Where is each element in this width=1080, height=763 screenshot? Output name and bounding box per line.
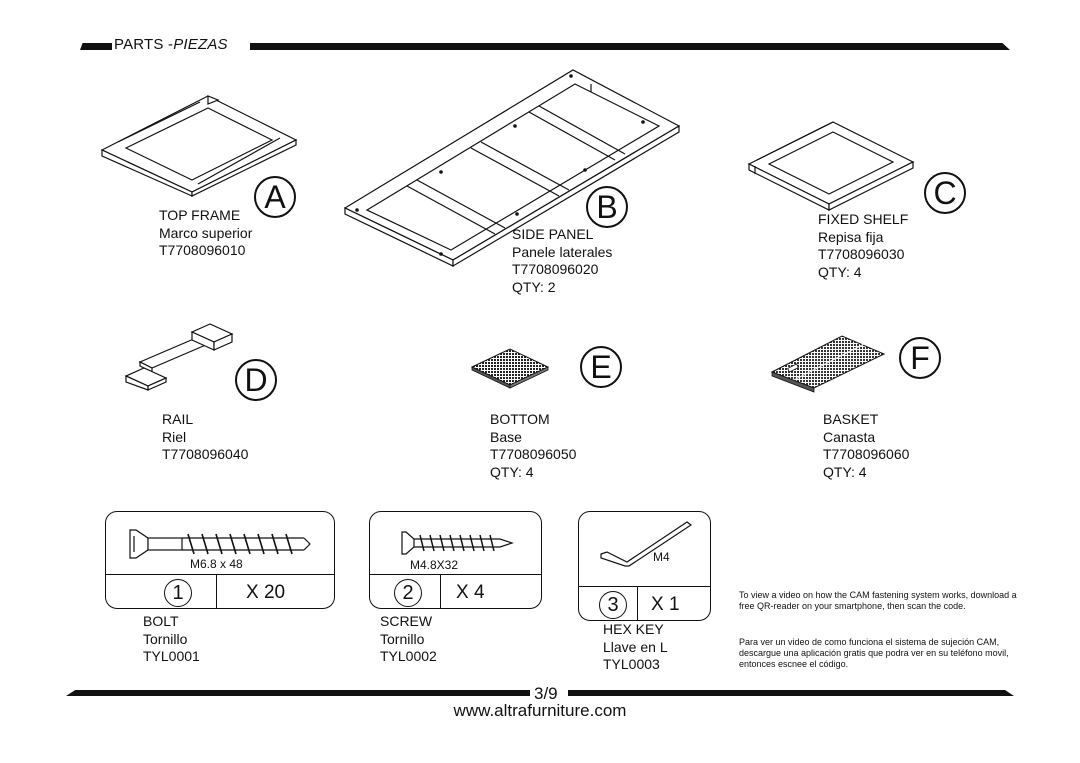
hardware-name-es: Tornillo	[380, 630, 425, 647]
part-qty: QTY: 4	[490, 463, 534, 480]
part-letter-d: D	[235, 359, 277, 401]
part-name-es: Riel	[162, 428, 187, 445]
hex-key-size: M4	[653, 550, 670, 564]
part-name: SIDE PANEL	[512, 226, 594, 242]
hex-key-count: X 1	[651, 594, 680, 615]
hardware-box-bolt: M6.8 x 48 1 X 20	[105, 511, 335, 609]
bolt-drawing	[129, 529, 311, 559]
hardware-name: HEX KEY	[603, 621, 664, 637]
part-label-c: FIXED SHELF Repisa fija T7708096030 QTY:…	[818, 211, 908, 281]
part-name: RAIL	[162, 411, 194, 427]
top-frame-drawing	[100, 95, 298, 197]
box-divider	[106, 574, 334, 575]
screw-count: X 4	[456, 582, 485, 603]
page-number: 3/9	[534, 684, 558, 703]
part-code: T7708096040	[162, 446, 249, 462]
hardware-label-bolt: BOLT Tornillo TYL0001	[143, 613, 200, 666]
fixed-shelf-drawing	[747, 121, 915, 211]
screw-drawing	[401, 531, 514, 555]
footer-rule-left	[66, 690, 530, 696]
part-letter-b: B	[586, 186, 628, 228]
part-code: T7708096050	[490, 446, 577, 462]
part-name-es: Marco superior	[159, 224, 253, 241]
cam-note-es: Para ver un video de como funciona el si…	[739, 637, 1009, 669]
part-letter-c: C	[924, 172, 966, 214]
hardware-code: TYL0003	[603, 656, 660, 672]
footer-rule-right	[568, 690, 1014, 696]
part-label-d: RAIL Riel T7708096040	[162, 411, 248, 464]
part-qty: QTY: 4	[818, 263, 862, 280]
hardware-code: TYL0002	[380, 648, 437, 664]
website-url: www.altrafurniture.com	[453, 701, 627, 720]
bolt-number: 1	[164, 579, 192, 607]
part-label-b: SIDE PANEL Panele laterales T7708096020 …	[512, 226, 612, 296]
hardware-name-es: Llave en L	[603, 638, 668, 655]
part-code: T7708096030	[818, 246, 905, 262]
box-divider	[637, 586, 638, 620]
part-label-a: TOP FRAME Marco superior T7708096010	[159, 207, 252, 260]
hardware-box-screw: M4.8X32 2 X 4	[369, 511, 542, 609]
part-name: BOTTOM	[490, 411, 550, 427]
hardware-label-hex-key: HEX KEY Llave en L TYL0003	[603, 621, 668, 674]
cam-note-en: To view a video on how the CAM fastening…	[739, 590, 1017, 611]
header-rule-left	[80, 43, 112, 50]
hardware-box-hex-key: M4 3 X 1	[578, 511, 711, 621]
part-letter-f: F	[899, 337, 941, 379]
hardware-name: BOLT	[143, 613, 179, 629]
page-title: PARTS -PIEZAS	[114, 36, 228, 53]
part-code: T7708096020	[512, 261, 599, 277]
bottom-drawing	[470, 348, 550, 389]
part-qty: QTY: 4	[823, 463, 867, 480]
basket-drawing	[770, 335, 886, 393]
part-name-es: Repisa fija	[818, 228, 884, 245]
part-name-es: Panele laterales	[512, 243, 613, 260]
box-divider	[579, 586, 710, 587]
box-divider	[370, 574, 541, 575]
part-name-es: Canasta	[823, 428, 876, 445]
title-es: PIEZAS	[173, 36, 228, 53]
hex-key-drawing	[600, 521, 693, 567]
screw-size: M4.8X32	[410, 558, 459, 572]
part-label-e: BOTTOM Base T7708096050 QTY: 4	[490, 411, 576, 481]
bolt-count: X 20	[246, 582, 286, 603]
rail-drawing	[124, 323, 234, 391]
header-rule-right	[250, 43, 1010, 50]
hardware-name: SCREW	[380, 613, 433, 629]
hardware-code: TYL0001	[143, 648, 200, 664]
part-letter-e: E	[580, 346, 622, 388]
part-name: FIXED SHELF	[818, 211, 909, 227]
box-divider	[440, 574, 441, 608]
part-letter-a: A	[254, 176, 296, 218]
hardware-name-es: Tornillo	[143, 630, 188, 647]
part-name: BASKET	[823, 411, 879, 427]
bolt-size: M6.8 x 48	[190, 557, 243, 571]
box-divider	[216, 574, 217, 608]
side-panel-drawing	[343, 69, 681, 268]
title-en: PARTS -	[114, 36, 174, 53]
hardware-label-screw: SCREW Tornillo TYL0002	[380, 613, 437, 666]
part-code: T7708096060	[823, 446, 910, 462]
part-qty: QTY: 2	[512, 278, 556, 295]
hex-key-number: 3	[599, 591, 627, 619]
part-name: TOP FRAME	[159, 207, 241, 223]
part-code: T7708096010	[159, 242, 246, 258]
part-name-es: Base	[490, 428, 522, 445]
screw-number: 2	[394, 579, 422, 607]
part-label-f: BASKET Canasta T7708096060 QTY: 4	[823, 411, 909, 481]
